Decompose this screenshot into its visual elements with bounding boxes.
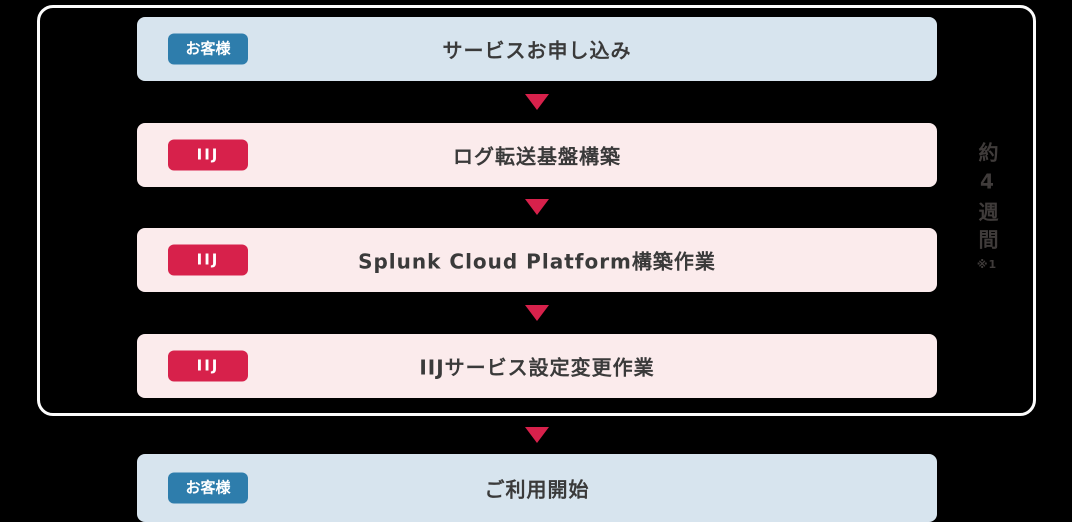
- actor-badge-iij: IIJ: [168, 350, 248, 382]
- step-label: Splunk Cloud Platform構築作業: [358, 249, 716, 274]
- actor-badge-iij: IIJ: [168, 139, 248, 171]
- down-arrow-icon: [525, 94, 549, 110]
- actor-badge-customer: お客様: [168, 33, 248, 65]
- flow-step-service-application: お客様 サービスお申し込み: [137, 17, 937, 81]
- down-arrow-icon: [525, 305, 549, 321]
- step-label: サービスお申し込み: [442, 38, 632, 63]
- step-label: IIJサービス設定変更作業: [419, 355, 655, 380]
- flow-step-service-start: お客様 ご利用開始: [137, 454, 937, 522]
- duration-footnote: ※1: [976, 258, 998, 272]
- down-arrow-icon: [525, 427, 549, 443]
- duration-annotation: 約4週間 ※1: [957, 142, 1017, 271]
- actor-badge-iij: IIJ: [168, 244, 248, 276]
- flow-step-splunk-cloud-build: IIJ Splunk Cloud Platform構築作業: [137, 228, 937, 292]
- flow-step-iij-service-config-change: IIJ IIJサービス設定変更作業: [137, 334, 937, 398]
- actor-badge-customer: お客様: [168, 472, 248, 504]
- down-arrow-icon: [525, 199, 549, 215]
- flow-step-log-forwarding-build: IIJ ログ転送基盤構築: [137, 123, 937, 187]
- setup-phase-outline: [37, 5, 1036, 416]
- step-label: ご利用開始: [484, 477, 590, 502]
- duration-text: 約4週間: [975, 142, 999, 257]
- step-label: ログ転送基盤構築: [453, 144, 621, 169]
